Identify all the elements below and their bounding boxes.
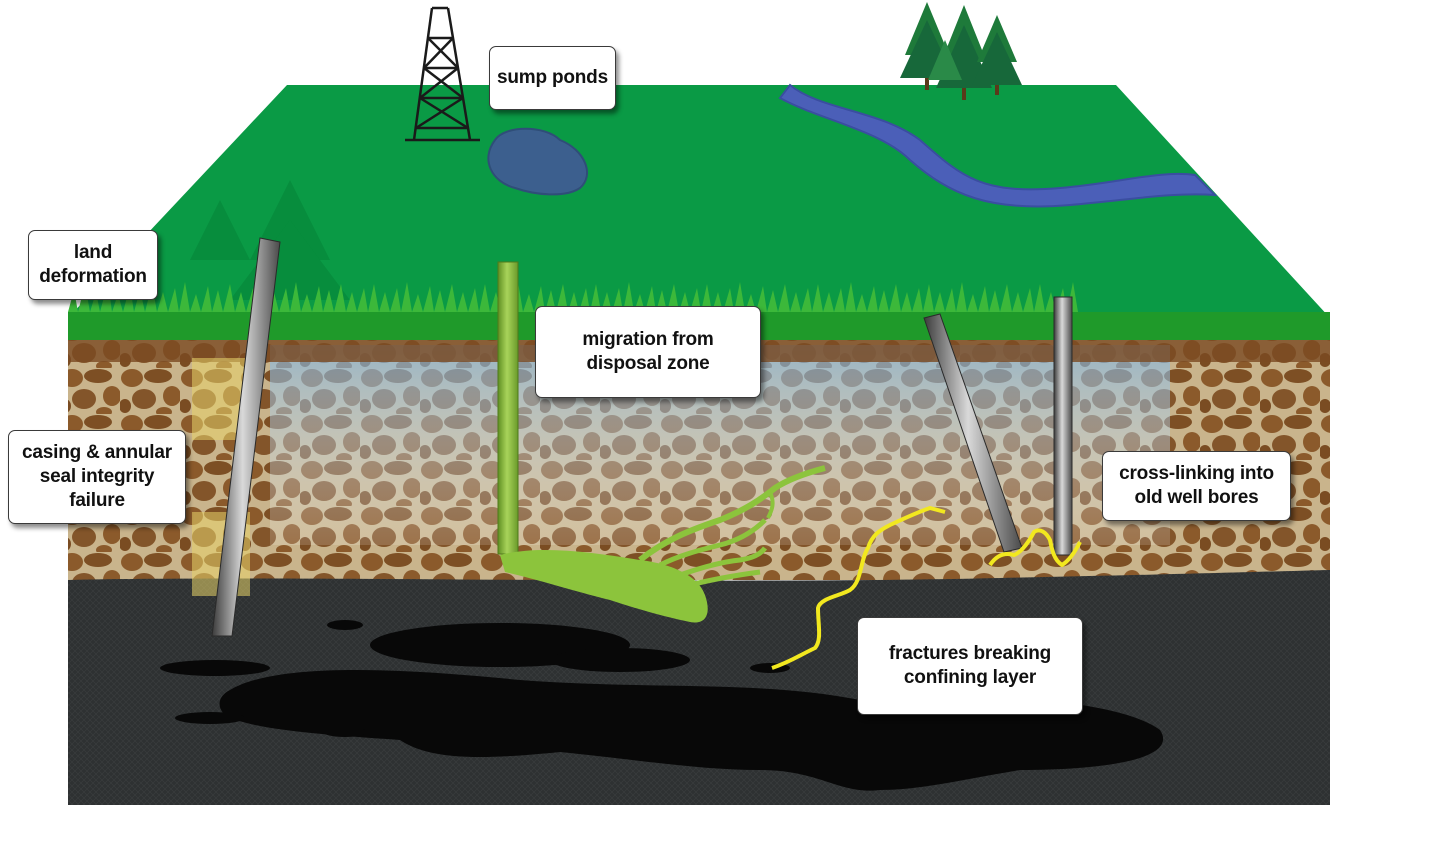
well-casing-icon <box>211 237 1073 637</box>
callout-line: old well bores <box>1134 487 1259 508</box>
callout-line: sump ponds <box>497 67 608 88</box>
land-surface <box>68 85 1330 318</box>
drilling-derrick-icon <box>405 6 480 142</box>
callout-line: migration from <box>582 329 714 350</box>
callout-line: land <box>73 242 113 263</box>
callout-line: deformation <box>39 266 147 287</box>
pine-trees-icon <box>900 2 1022 100</box>
callout-cross-linking: cross-linking into old well bores <box>1102 451 1291 521</box>
callout-line: disposal zone <box>586 353 710 374</box>
callout-line: casing & annular <box>22 442 172 463</box>
fracture-lines <box>771 506 1082 670</box>
callout-fractures: fractures breaking confining layer <box>857 617 1083 715</box>
sump-pond <box>487 127 589 196</box>
callout-casing-failure: casing & annular seal integrity failure <box>8 430 186 524</box>
callout-sump-ponds: sump ponds <box>489 46 616 110</box>
callout-line: cross-linking into <box>1119 463 1274 484</box>
migration-plume <box>500 465 826 623</box>
callout-line: failure <box>69 490 125 511</box>
disposal-well-casing <box>497 261 519 555</box>
callout-line: confining layer <box>903 667 1037 688</box>
river <box>778 83 1218 208</box>
callout-migration: migration from disposal zone <box>535 306 761 398</box>
callout-line: fractures breaking <box>888 643 1052 664</box>
callout-land-deformation: land deformation <box>28 230 158 300</box>
callout-line: seal integrity <box>39 466 155 487</box>
